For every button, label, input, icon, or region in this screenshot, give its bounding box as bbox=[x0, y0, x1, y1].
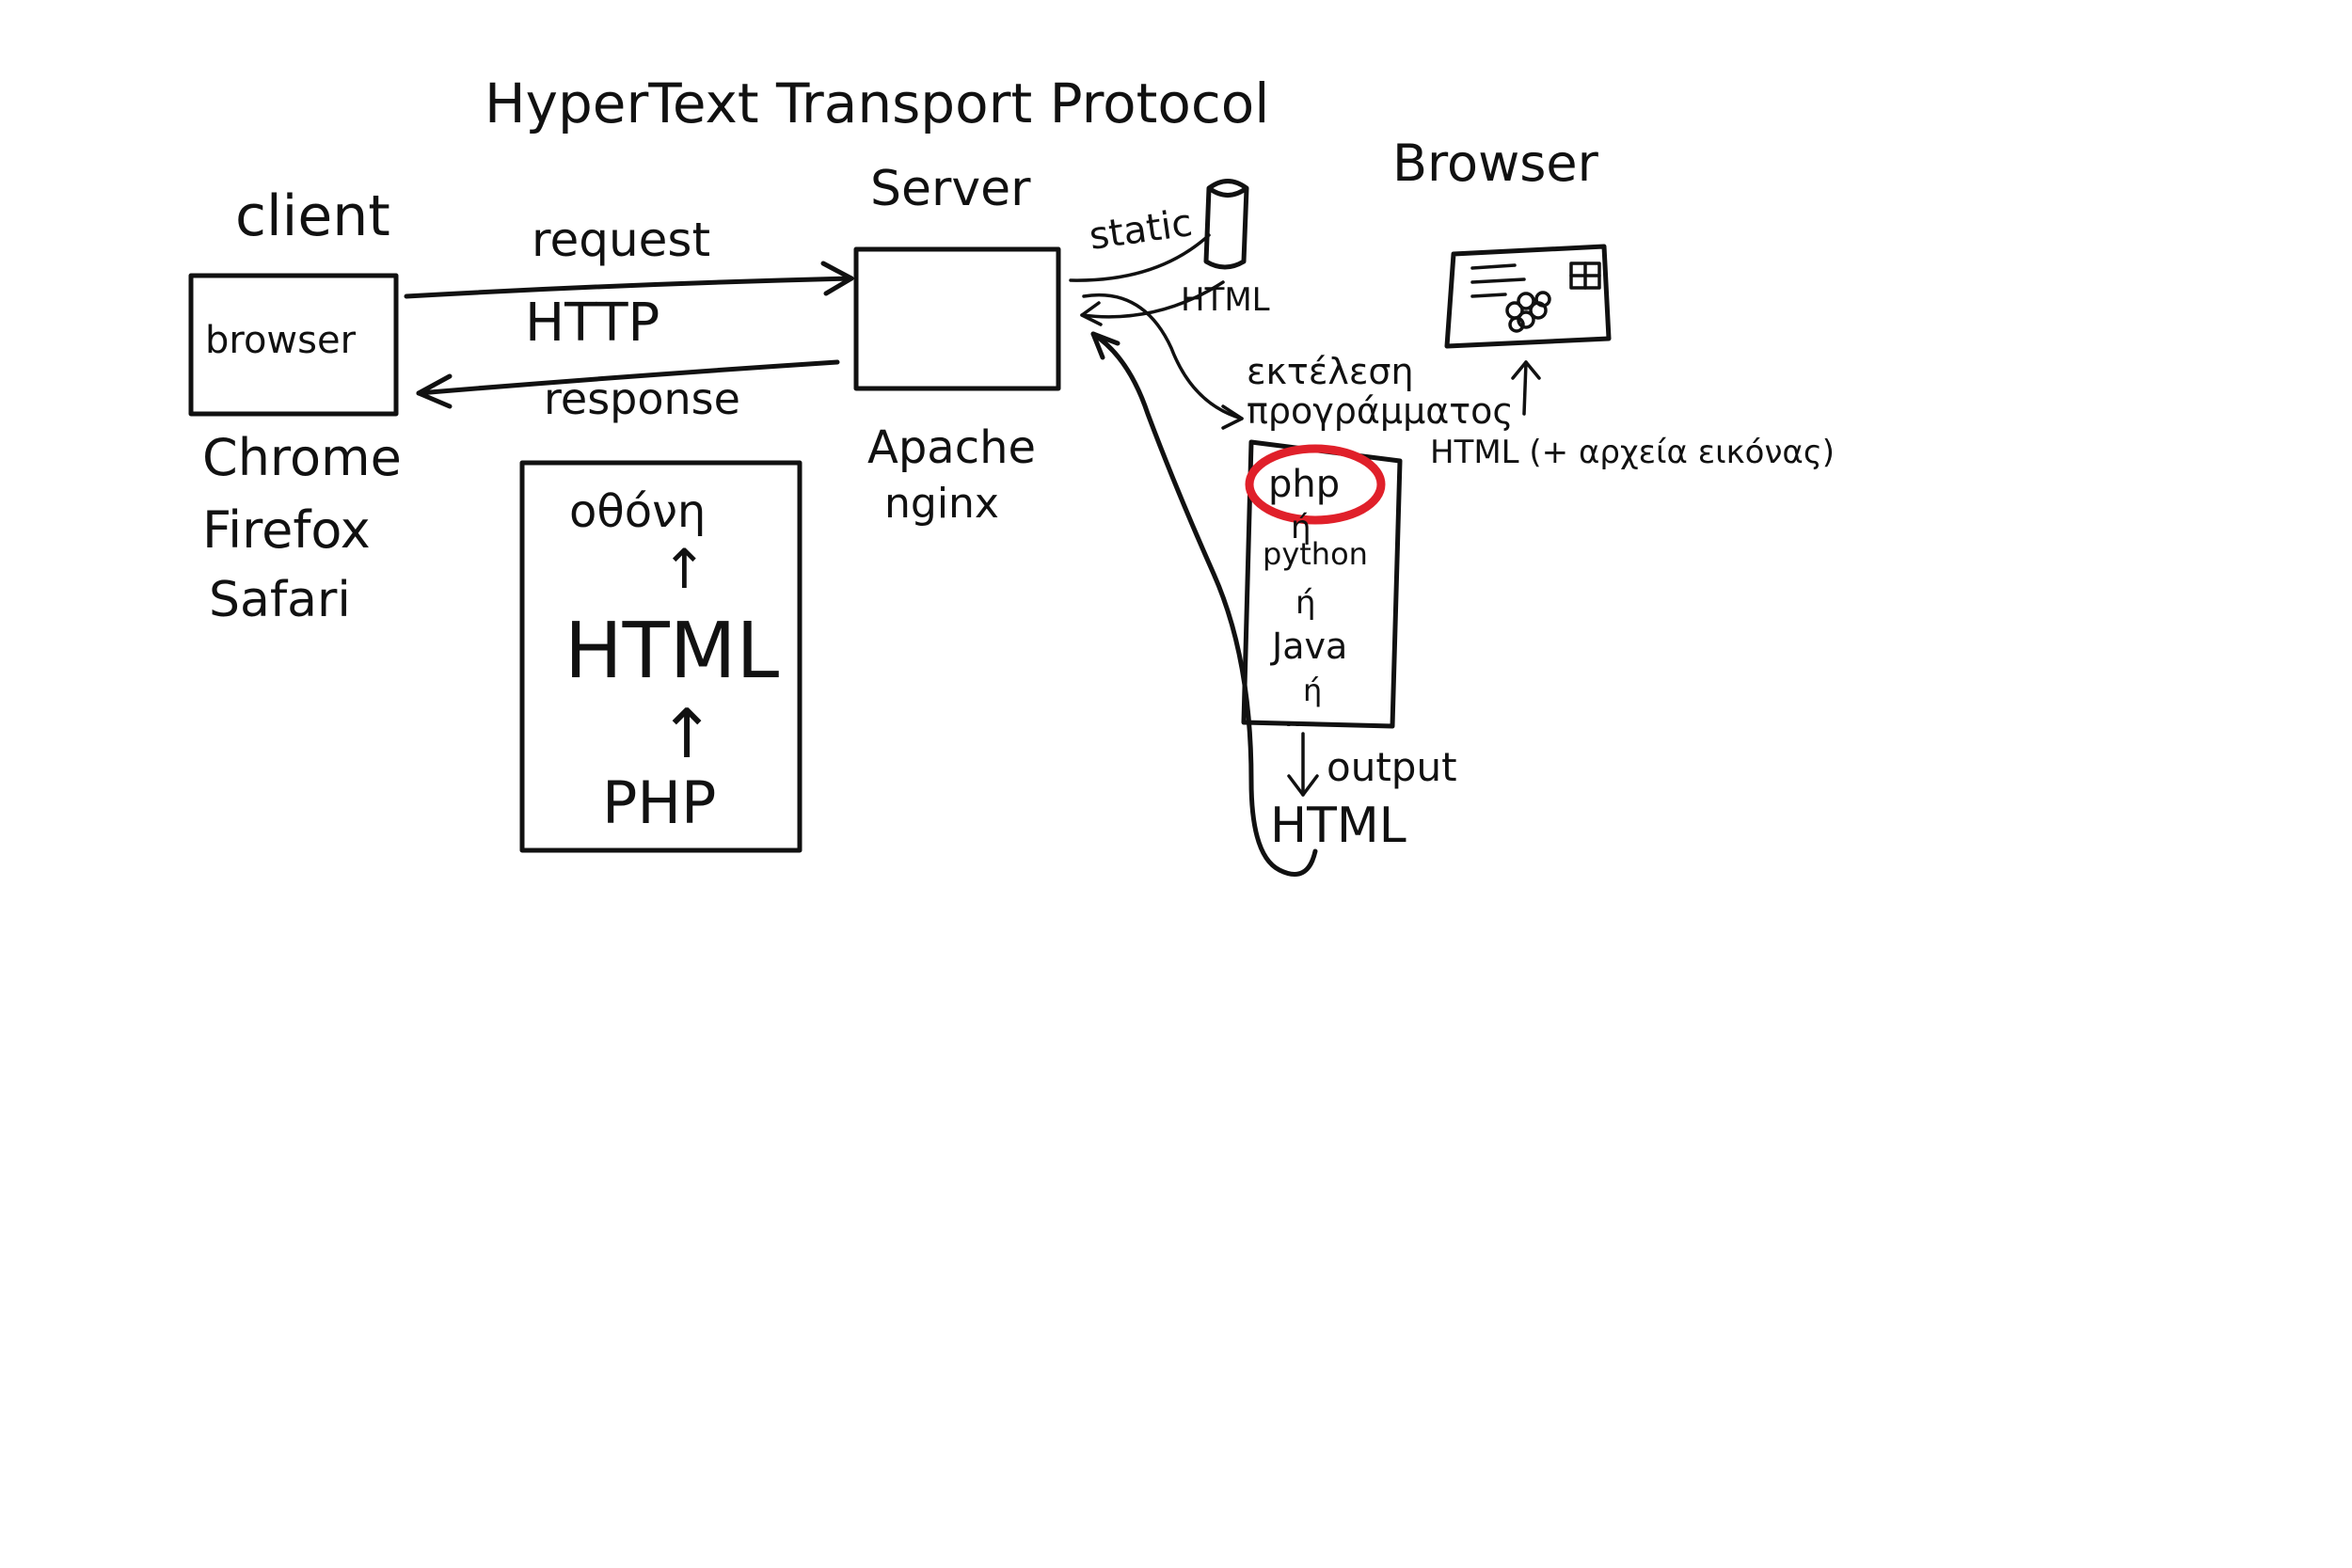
language-or-1: ή bbox=[1291, 509, 1311, 546]
client-example-chrome: Chrome bbox=[202, 428, 402, 487]
static-file-cylinder bbox=[1203, 179, 1249, 270]
server-example-apache: Apache bbox=[867, 421, 1036, 474]
browser-window bbox=[1444, 244, 1612, 349]
output-arrowhead bbox=[1287, 774, 1319, 797]
static-label: static bbox=[1087, 201, 1195, 259]
response-label: response bbox=[544, 373, 740, 424]
to-browser-label: HTML (+ αρχεία εικόνας) bbox=[1430, 434, 1835, 471]
language-or-2: ή bbox=[1295, 584, 1316, 622]
language-python: python bbox=[1263, 536, 1368, 572]
client-browser-box bbox=[188, 273, 399, 417]
pipeline-php-label: PHP bbox=[602, 768, 716, 837]
client-heading: client bbox=[235, 183, 390, 249]
request-label: request bbox=[532, 213, 710, 267]
client-example-safari: Safari bbox=[209, 572, 351, 628]
static-return-curve bbox=[1080, 280, 1225, 319]
server-example-nginx: nginx bbox=[884, 480, 999, 528]
to-browser-arrowhead bbox=[1511, 360, 1541, 380]
static-out-curve bbox=[1069, 233, 1211, 282]
output-return-loop bbox=[1090, 331, 1318, 877]
execution-out-arrowhead bbox=[1221, 404, 1244, 430]
language-or-3: ή bbox=[1303, 673, 1322, 708]
language-php: php bbox=[1268, 463, 1340, 506]
static-return-arrowhead bbox=[1080, 301, 1103, 326]
pipeline-html-label: HTML bbox=[564, 607, 779, 696]
output-return-arrowhead bbox=[1090, 331, 1120, 360]
browser-render-heading: Browser bbox=[1392, 134, 1599, 193]
window-grid-icon bbox=[1569, 261, 1601, 290]
request-arrowhead bbox=[820, 261, 854, 296]
client-example-firefox: Firefox bbox=[202, 500, 371, 560]
browser-text-lines bbox=[1470, 263, 1526, 298]
execution-label-line2: προγράμματος bbox=[1247, 390, 1514, 432]
client-browser-label: browser bbox=[205, 319, 357, 362]
pipeline-arrow-up-1: ↑ bbox=[661, 537, 707, 601]
output-html-label: HTML bbox=[1270, 798, 1406, 854]
server-heading: Server bbox=[870, 161, 1031, 217]
pipeline-screen-label: οθόνη bbox=[569, 485, 706, 538]
language-more: ... bbox=[1284, 701, 1311, 734]
server-box bbox=[853, 246, 1061, 391]
response-arrowhead bbox=[416, 373, 453, 409]
request-arrow bbox=[404, 276, 854, 299]
output-label: output bbox=[1327, 744, 1457, 790]
pipeline-arrow-up-2: ↑ bbox=[659, 694, 715, 773]
diagram-title: HyperText Transport Protocol bbox=[485, 71, 1269, 135]
response-arrow bbox=[416, 359, 840, 396]
to-browser-arrow bbox=[1522, 360, 1528, 416]
http-label: HTTP bbox=[525, 293, 660, 354]
flower-icon bbox=[1505, 291, 1551, 333]
execution-label-line1: εκτέλεση bbox=[1247, 351, 1414, 392]
execution-out-curve bbox=[1082, 293, 1244, 420]
language-java: Java bbox=[1270, 626, 1347, 667]
static-file-html-label: HTML bbox=[1181, 281, 1270, 319]
php-highlight-circle bbox=[1245, 444, 1386, 525]
pipeline-box bbox=[519, 460, 803, 853]
